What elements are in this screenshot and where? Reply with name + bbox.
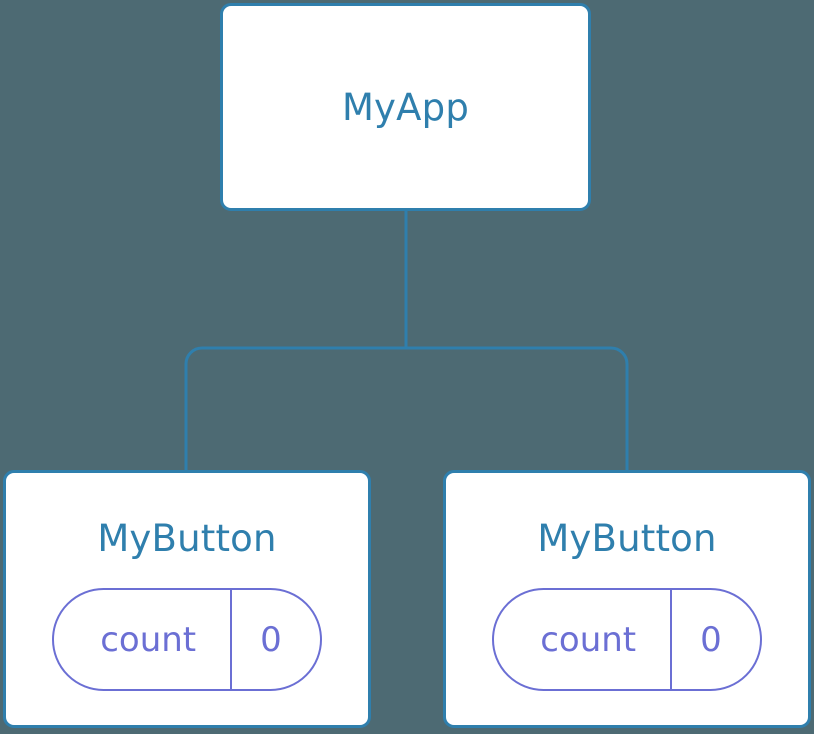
node-myapp[interactable]: MyApp	[220, 3, 591, 211]
edge-branch-left	[184, 346, 406, 470]
state-value: 0	[700, 619, 722, 660]
state-value: 0	[260, 619, 282, 660]
node-title: MyButton	[537, 517, 717, 560]
state-key: count	[540, 619, 637, 660]
state-divider	[670, 590, 673, 689]
node-title: MyApp	[341, 85, 470, 129]
node-title: MyButton	[97, 517, 277, 560]
state-pill[interactable]: count 0	[52, 588, 322, 691]
state-key: count	[100, 619, 197, 660]
state-divider	[230, 590, 233, 689]
state-pill[interactable]: count 0	[492, 588, 762, 691]
node-mybutton-1[interactable]: MyButton count 0	[3, 470, 371, 728]
node-mybutton-2[interactable]: MyButton count 0	[443, 470, 811, 728]
edge-branch-right	[406, 346, 629, 470]
